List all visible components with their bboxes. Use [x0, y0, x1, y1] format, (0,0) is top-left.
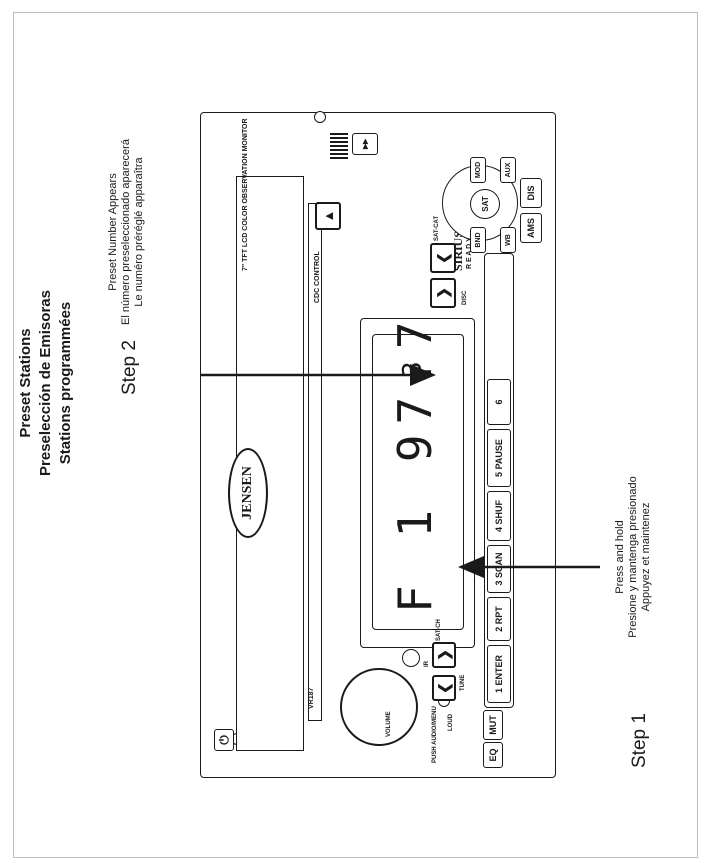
page-frame — [13, 12, 698, 858]
arrow-to-preset-display — [200, 364, 436, 386]
arrow-head — [410, 364, 436, 386]
arrow-head — [458, 556, 484, 578]
arrow-to-preset-3-button — [458, 556, 600, 578]
